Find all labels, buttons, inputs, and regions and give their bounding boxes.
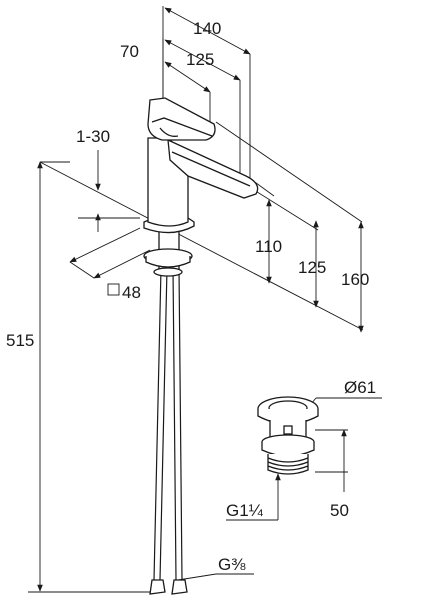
dim-50: 50 (315, 429, 349, 520)
square-symbol (107, 283, 120, 296)
dim-61-label: Ø61 (344, 378, 376, 397)
faucet-drawing: 140 125 70 1-30 48 (6, 6, 369, 595)
faucet-body (143, 97, 259, 234)
drain-valve-drawing: Ø61 50 G1¼ (226, 378, 382, 521)
dim-70-label: 70 (120, 42, 139, 61)
dim-110-label: 110 (255, 237, 282, 256)
dim-515: 515 (6, 161, 43, 592)
dim-70: 70 (120, 42, 211, 130)
dim-g114-label: G1¼ (226, 501, 264, 520)
dim-125-reach-label: 125 (186, 50, 214, 69)
supply-hoses (149, 267, 188, 595)
dim-50-label: 50 (330, 501, 349, 520)
extension-lines (28, 6, 364, 593)
drain-valve-body (257, 396, 319, 475)
dim-160: 160 (341, 221, 369, 333)
dim-160-label: 160 (341, 270, 369, 289)
dim-125-height: 125 (298, 220, 326, 308)
dim-g38-label: G⅜ (218, 555, 246, 574)
dim-g114: G1¼ (226, 473, 281, 521)
dim-48: 48 (69, 227, 151, 302)
dim-1-30: 1-30 (76, 127, 110, 232)
dim-110: 110 (255, 199, 282, 284)
dim-125-height-label: 125 (298, 258, 326, 277)
dim-1-30-label: 1-30 (76, 127, 110, 146)
mounting-shank (143, 227, 193, 277)
dim-140-label: 140 (193, 19, 221, 38)
dim-48-label: 48 (122, 283, 141, 302)
dim-g38: G⅜ (177, 555, 254, 581)
dim-515-label: 515 (6, 331, 34, 350)
